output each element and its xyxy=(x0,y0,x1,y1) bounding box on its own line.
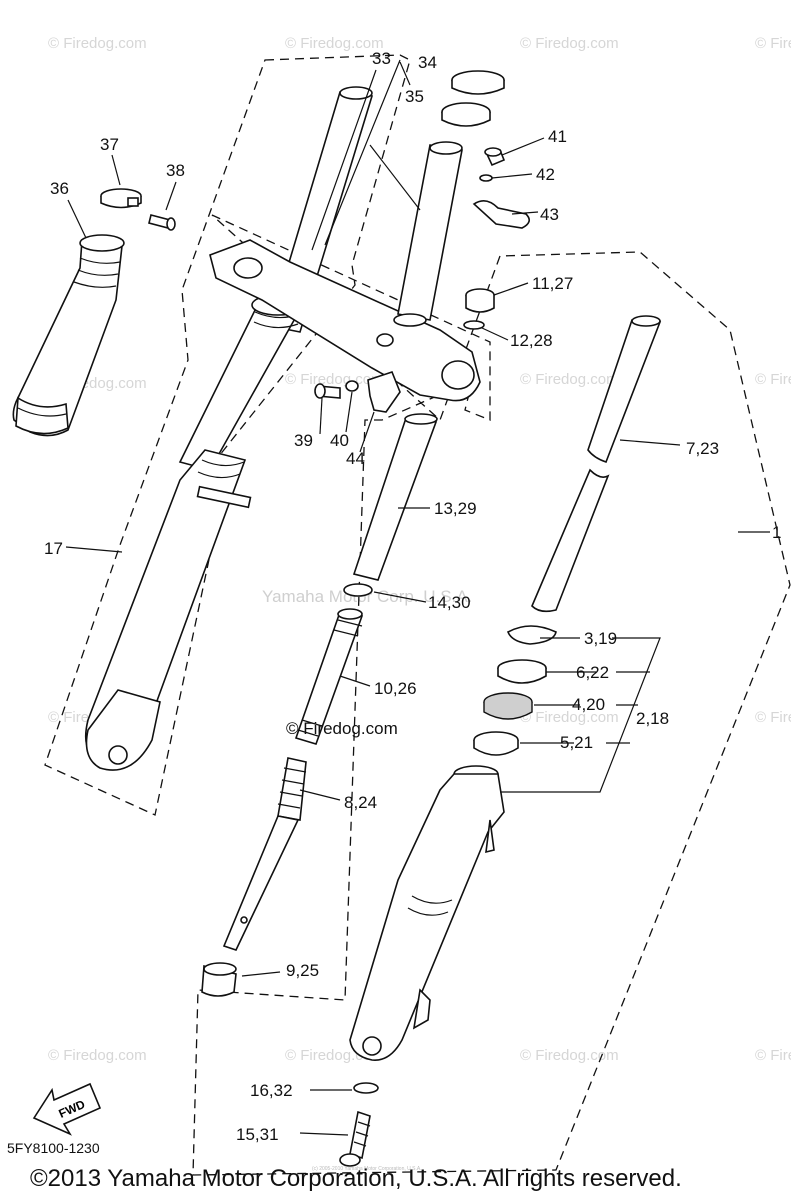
watermark: © Firedog.com xyxy=(48,35,147,52)
oil-lock-piece xyxy=(201,962,237,997)
callout-10-26: 10,26 xyxy=(374,679,417,698)
watermark: © Firedog.com xyxy=(48,1047,147,1064)
bearings-34-35 xyxy=(441,70,505,127)
assembly-outlines xyxy=(44,54,791,1176)
callout-11-27: 11,27 xyxy=(532,274,573,293)
right-fork-outline xyxy=(192,214,791,1176)
callout-42: 42 xyxy=(536,165,555,184)
callout-16-32: 16,32 xyxy=(250,1081,293,1100)
callout-38: 38 xyxy=(166,161,185,180)
spacer xyxy=(352,413,438,581)
callout-7-23: 7,23 xyxy=(686,439,719,458)
watermark: © Firedog.com xyxy=(285,371,384,388)
callout-40: 40 xyxy=(330,431,349,450)
callout-4-20: 4,20 xyxy=(572,695,605,714)
small-parts-39-40-44 xyxy=(314,371,401,413)
watermark: © Firedog.com xyxy=(520,1047,619,1064)
callout-44: 44 xyxy=(346,449,365,468)
fork-spring xyxy=(294,608,364,745)
fwd-arrow-icon: FWD xyxy=(32,1082,102,1136)
left-fork-outline xyxy=(44,54,411,816)
watermark: © Firedog.com xyxy=(520,371,619,388)
callout-5-21: 5,21 xyxy=(560,733,593,752)
callout-39: 39 xyxy=(294,431,313,450)
outer-tube xyxy=(349,765,505,1061)
callout-41: 41 xyxy=(548,127,567,146)
callout-1: 1 xyxy=(772,523,781,542)
diagram-code: 5FY8100-1230 xyxy=(7,1140,100,1156)
watermark: © Firedog.com xyxy=(520,35,619,52)
callout-9-25: 9,25 xyxy=(286,961,319,980)
cap-bolt xyxy=(463,288,495,330)
callout-15-31: 15,31 xyxy=(236,1125,279,1144)
washer xyxy=(343,583,373,597)
watermark-small: (c) 2005-2010 Yamaha Motor Corporation, … xyxy=(312,1166,422,1172)
callout-13-29: 13,29 xyxy=(434,499,477,518)
small-parts-41-43 xyxy=(472,147,530,229)
dust-boot xyxy=(12,234,125,437)
callout-6-22: 6,22 xyxy=(576,663,609,682)
watermark: © Firedog.com xyxy=(520,709,619,726)
watermark: © Firedog.com xyxy=(755,1047,791,1064)
copyright-notice: ©2013 Yamaha Motor Corporation, U.S.A. A… xyxy=(30,1165,682,1192)
callout-36: 36 xyxy=(50,179,69,198)
callout-35: 35 xyxy=(405,87,424,106)
under-bracket xyxy=(209,141,481,402)
leader-lines xyxy=(65,59,770,1136)
callouts: 33 34 35 37 38 36 41 42 43 11,27 12,28 3… xyxy=(44,49,781,1144)
callout-34: 34 xyxy=(418,53,437,72)
inner-tube xyxy=(531,315,662,613)
damper-rod xyxy=(222,757,307,951)
callout-43: 43 xyxy=(540,205,559,224)
callout-17: 17 xyxy=(44,539,63,558)
watermark: © Firedog.com xyxy=(285,35,384,52)
bottom-bolt xyxy=(339,1082,379,1167)
callout-33: 33 xyxy=(372,49,391,68)
seals-and-bushings xyxy=(473,625,557,756)
callout-12-28: 12,28 xyxy=(510,331,553,350)
callout-3-19: 3,19 xyxy=(584,629,617,648)
watermark: © Firedog.com xyxy=(755,35,791,52)
watermark: © Firedog.com xyxy=(755,371,791,388)
watermark-inline: © Firedog.com xyxy=(286,719,398,738)
callout-8-24: 8,24 xyxy=(344,793,377,812)
callout-2-18: 2,18 xyxy=(636,709,669,728)
watermark: © Firedog.com xyxy=(755,709,791,726)
callout-37: 37 xyxy=(100,135,119,154)
clamp-and-bolt xyxy=(100,188,176,231)
callout-14-30: 14,30 xyxy=(428,593,471,612)
